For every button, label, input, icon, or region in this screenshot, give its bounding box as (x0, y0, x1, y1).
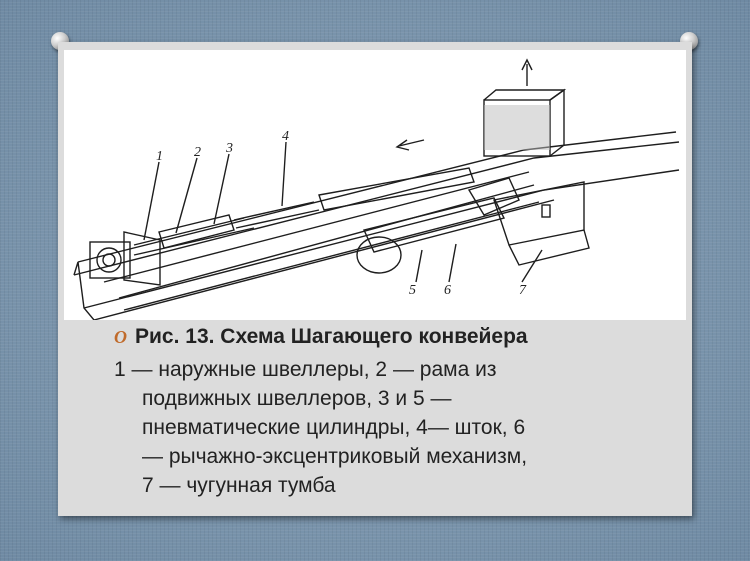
figure-caption: O Рис. 13. Схема Шагающего конвейера 1 —… (114, 325, 674, 500)
figure-label: 6 (444, 283, 451, 298)
figure-label: 5 (409, 283, 416, 298)
caption-line: 1 — наружные швеллеры, 2 — рама из (114, 358, 497, 381)
figure-label: 1 (156, 149, 163, 164)
caption-title-row: O Рис. 13. Схема Шагающего конвейера (114, 325, 674, 349)
caption-body: 1 — наружные швеллеры, 2 — рама из подви… (114, 355, 674, 500)
caption-line: 7 — чугунная тумба (142, 474, 336, 497)
caption-line: пневматические цилиндры, 4— шток, 6 (142, 416, 526, 439)
figure-label: 7 (519, 283, 527, 298)
slide-card: 1 2 3 4 5 6 7 O Рис. 13. Схема Шагающего… (58, 42, 692, 516)
figure-label: 4 (282, 129, 289, 144)
figure-label: 3 (225, 141, 233, 156)
bullet-icon: O (114, 327, 127, 347)
caption-title: Рис. 13. Схема Шагающего конвейера (135, 325, 528, 348)
caption-line: подвижных швеллеров, 3 и 5 — (142, 387, 452, 410)
conveyor-diagram: 1 2 3 4 5 6 7 (64, 50, 686, 320)
caption-line: — рычажно-эксцентриковый механизм, (142, 445, 528, 468)
figure-label: 2 (194, 145, 201, 160)
